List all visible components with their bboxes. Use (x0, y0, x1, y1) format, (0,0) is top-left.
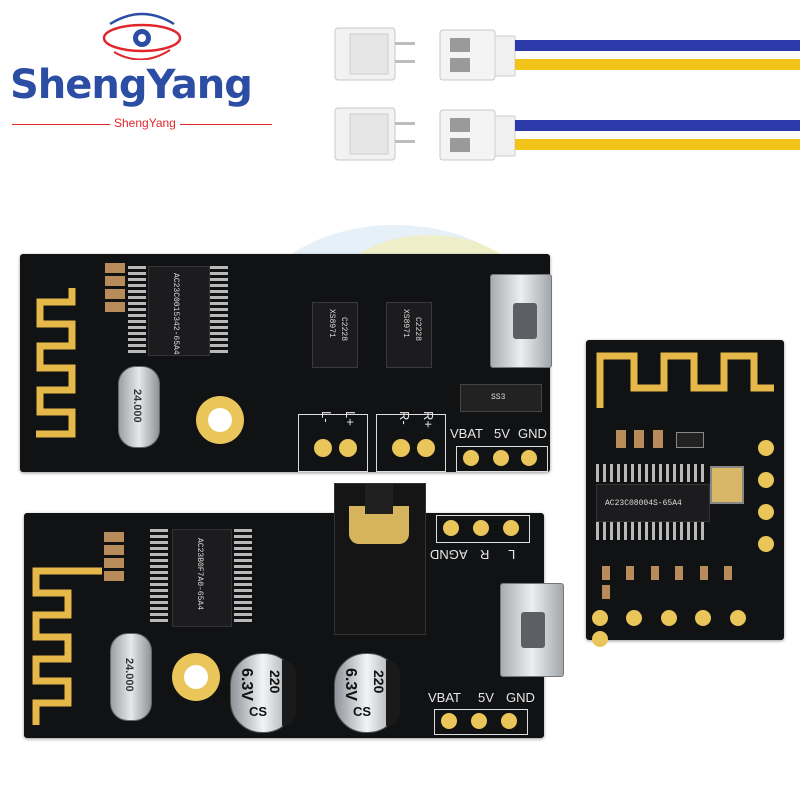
mounting-pad (196, 396, 244, 444)
diode-label: SS3 (491, 393, 506, 402)
pcb-antenna-icon (36, 288, 76, 438)
label-agnd: AGND (430, 547, 468, 562)
crystal-oscillator: 24.000 (118, 366, 160, 448)
label-5v: 5V (478, 690, 494, 705)
diode: SS3 (460, 384, 542, 412)
main-chip-label: AC23B0F7A0-65A4 (195, 538, 204, 611)
cap-left-series: CS (249, 704, 268, 719)
label-vbat: VBAT (428, 690, 461, 705)
label-l-plus: L+ (343, 411, 358, 426)
cap-right-series: CS (353, 704, 372, 719)
crystal-label: 24.000 (131, 389, 143, 423)
pcb-antenna-icon (32, 567, 102, 725)
crystal-oscillator: 24.000 (110, 633, 152, 721)
amp-chip-1-sublabel: C2228 (339, 317, 348, 342)
label-vbat: VBAT (450, 426, 483, 441)
label-r-minus: R- (397, 411, 412, 425)
brand-name: ShengYang (10, 62, 253, 108)
amp-chip-1: XS8971 C2228 (312, 302, 358, 368)
micro-usb-port (500, 583, 564, 677)
bluetooth-board-a: AC23C0015342-65A4 24.000 XS8971 C2228 XS… (20, 254, 552, 472)
brand-logo: ShengYang ShengYang (0, 0, 290, 140)
audio-jack (334, 483, 426, 635)
left-speaker-terminal: L- L+ (298, 411, 368, 472)
bluetooth-board-b: AC23B0F7A0-65A4 24.000 6.3V 220 CS 6.3V … (24, 483, 564, 738)
label-l: L (508, 547, 516, 562)
micro-usb-port (490, 274, 552, 368)
label-5v: 5V (494, 426, 510, 441)
cap-right-voltage: 6.3V (342, 668, 359, 701)
main-chip-label: AC23C08004S-65A4 (605, 499, 682, 508)
cap-left-value: 220 (267, 670, 283, 694)
cable-2 (334, 107, 800, 161)
label-l-minus: L- (319, 411, 334, 423)
electrolytic-capacitor-right: 6.3V 220 CS (334, 653, 400, 733)
main-chip-label: AC23C0015342-65A4 (171, 273, 180, 355)
label-gnd: GND (518, 426, 547, 441)
label-r-plus: R+ (421, 411, 436, 428)
amp-chip-1-label: XS8971 (327, 309, 336, 338)
cap-left-voltage: 6.3V (238, 668, 255, 701)
amp-chip-2-sublabel: C2228 (413, 317, 422, 342)
electrolytic-capacitor-left: 6.3V 220 CS (230, 653, 296, 733)
brand-tagline: ShengYang (110, 116, 180, 130)
label-r: R (480, 547, 490, 562)
cable-assemblies (320, 20, 800, 190)
eye-icon (102, 12, 182, 60)
crystal-label: 24.000 (123, 658, 135, 692)
main-chip: AC23C0015342-65A4 (148, 266, 210, 356)
main-chip: AC23C08004S-65A4 (596, 484, 710, 522)
bluetooth-board-c: AC23C08004S-65A4 (586, 340, 784, 647)
label-gnd: GND (506, 690, 535, 705)
amp-chip-2: XS8971 C2228 (386, 302, 432, 368)
pcb-antenna-icon (596, 352, 774, 408)
amp-chip-2-label: XS8971 (401, 309, 410, 338)
cable-1 (334, 27, 800, 81)
cap-right-value: 220 (371, 670, 387, 694)
mounting-pad (172, 653, 220, 701)
main-chip: AC23B0F7A0-65A4 (172, 529, 232, 627)
right-speaker-terminal: R- R+ (376, 411, 446, 472)
crystal-oscillator (710, 466, 744, 504)
